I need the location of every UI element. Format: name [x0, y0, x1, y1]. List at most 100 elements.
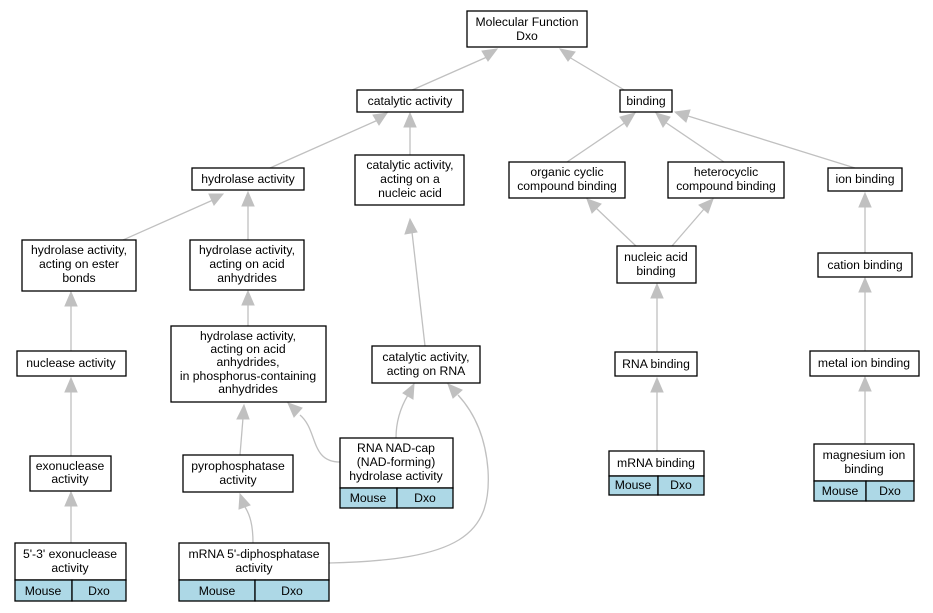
node-label-line: acting on ester [39, 257, 119, 271]
annotation-gene-cell [71, 579, 127, 602]
edge-catalytic-to-mf [409, 56, 488, 92]
node-label-line: hydrolase activity [201, 172, 295, 186]
node-mrna-5-diphosphatase-activity[interactable]: mRNA 5'-diphosphatase activity Mouse Dxo [178, 542, 330, 602]
node-label-line: mRNA 5'-diphosphatase [188, 547, 319, 561]
node-label-line: acting on acid [210, 342, 285, 356]
node-cation-binding[interactable]: cation binding [817, 252, 913, 278]
node-label-line: binding [636, 264, 675, 278]
edge-arrowhead [208, 193, 225, 206]
node-label-line: (NAD-forming) [357, 455, 436, 469]
edge-arrowhead [655, 112, 671, 128]
node-magnesium-ion-binding[interactable]: magnesium ion binding Mouse Dxo [813, 443, 915, 502]
edge-arrowhead [619, 112, 637, 128]
node-catalytic-activity-nucleic-acid[interactable]: catalytic activity, acting on a nucleic … [354, 154, 465, 206]
edge-hydrolase-to-catalytic [269, 119, 379, 169]
node-label-line: activity [51, 472, 89, 486]
edge-rnanad-to-hydphos [299, 414, 341, 463]
annotation-gene-cell [396, 487, 454, 509]
edge-arrowhead [447, 383, 463, 399]
node-label-line: catalytic activity, [366, 158, 453, 172]
edge-heterocyclic-to-binding [664, 121, 725, 163]
node-label-line: acting on a [380, 172, 440, 186]
node-label-line: hydrolase activity, [199, 243, 295, 257]
node-5-3-exonuclease-activity[interactable]: 5'-3' exonuclease activity Mouse Dxo [14, 542, 127, 602]
node-ion-binding[interactable]: ion binding [827, 167, 903, 192]
node-label-line: compound binding [676, 179, 776, 193]
annotation-gene-label: Dxo [281, 584, 303, 598]
edge-arrowhead [64, 376, 78, 393]
edge-arrowhead [558, 48, 576, 62]
node-label-line: cation binding [827, 258, 902, 272]
node-nuclease-activity[interactable]: nuclease activity [16, 350, 127, 377]
edge-arrowhead [481, 48, 499, 62]
node-label-line: pyrophosphatase [191, 459, 285, 473]
edge-layer [64, 48, 872, 564]
node-label-line: metal ion binding [818, 356, 910, 370]
node-label-line: binding [626, 94, 665, 108]
edge-mrnadiphos-to-catrna [328, 394, 489, 564]
node-label-line: bonds [62, 271, 95, 285]
edge-arrowhead [241, 289, 255, 306]
edge-arrowhead [858, 276, 872, 293]
edge-arrowhead [64, 490, 78, 507]
edge-arrowhead [404, 217, 418, 235]
edge-arrowhead [236, 403, 250, 420]
node-label-line: anhydrides [218, 382, 278, 396]
node-label-line: acting on acid [209, 257, 284, 271]
node-label-line: RNA binding [622, 357, 690, 371]
node-label-line: heterocyclic [694, 165, 758, 179]
node-metal-ion-binding[interactable]: metal ion binding [809, 350, 920, 377]
node-label-line: anhydrides, [216, 355, 279, 369]
node-label-line: mRNA binding [617, 456, 695, 470]
edge-arrowhead [650, 282, 664, 299]
node-exonuclease-activity[interactable]: exonuclease activity [29, 455, 112, 492]
annotation-organism-label: Mouse [822, 484, 859, 498]
node-mrna-binding[interactable]: mRNA binding Mouse Dxo [608, 450, 705, 496]
node-organic-cyclic-compound-binding[interactable]: organic cyclic compound binding [508, 161, 626, 199]
node-rna-nad-cap-hydrolase-activity[interactable]: RNA NAD-cap (NAD-forming) hydrolase acti… [339, 437, 454, 509]
edge-arrowhead [858, 375, 872, 392]
annotation-organism-label: Mouse [350, 491, 387, 505]
node-pyrophosphatase-activity[interactable]: pyrophosphatase activity [182, 454, 294, 493]
node-label-line: exonuclease [36, 459, 105, 473]
node-label-line: hydrolase activity, [31, 243, 127, 257]
node-label-line: 5'-3' exonuclease [23, 547, 117, 561]
node-hydrolase-activity[interactable]: hydrolase activity [191, 167, 305, 191]
node-heterocyclic-compound-binding[interactable]: heterocyclic compound binding [667, 161, 785, 199]
node-catalytic-activity-rna[interactable]: catalytic activity, acting on RNA [371, 345, 481, 384]
edge-orgcyclic-to-binding [566, 121, 627, 163]
edge-arrowhead [372, 112, 389, 126]
node-label-line: ion binding [836, 172, 895, 186]
node-molecular-function[interactable]: Molecular Function Dxo [466, 10, 588, 48]
node-label-line: nuclease activity [26, 356, 116, 370]
node-label-line: anhydrides [217, 271, 277, 285]
node-hydrolase-activity-acid-anhydrides[interactable]: hydrolase activity, acting on acid anhyd… [189, 239, 305, 291]
edge-hydester-to-hydrolase [122, 199, 214, 241]
annotation-gene-cell [657, 475, 705, 496]
node-rna-binding[interactable]: RNA binding [614, 351, 698, 377]
edge-arrowhead [241, 190, 255, 207]
node-label-line: compound binding [517, 179, 617, 193]
node-hydrolase-activity-ester-bonds[interactable]: hydrolase activity, acting on ester bond… [21, 239, 137, 292]
annotation-gene-label: Dxo [88, 584, 110, 598]
annotation-gene-label: Dxo [414, 491, 436, 505]
node-label-line: catalytic activity, [382, 350, 469, 364]
edge-arrowhead [858, 191, 872, 208]
node-nucleic-acid-binding[interactable]: nucleic acid binding [616, 245, 697, 284]
node-label-line: binding [844, 462, 883, 476]
annotation-gene-label: Dxo [879, 484, 901, 498]
edge-nucleicbinding-to-orgcyclic [595, 207, 637, 247]
node-label-line: in phosphorus-containing [180, 369, 316, 383]
edge-nucleicbinding-to-heterocyclic [671, 208, 705, 247]
node-catalytic-activity[interactable]: catalytic activity [356, 89, 464, 113]
annotation-organism-label: Mouse [25, 584, 62, 598]
edge-arrowhead [64, 290, 78, 307]
node-hydrolase-activity-phosphorus-anhydrides[interactable]: hydrolase activity, acting on acid anhyd… [170, 325, 327, 403]
node-label-line: magnesium ion [823, 448, 906, 462]
annotation-gene-cell [254, 579, 330, 602]
node-label-line: nucleic acid [378, 186, 442, 200]
node-binding[interactable]: binding [619, 89, 673, 113]
edge-rnanad-to-catrna [395, 394, 409, 439]
